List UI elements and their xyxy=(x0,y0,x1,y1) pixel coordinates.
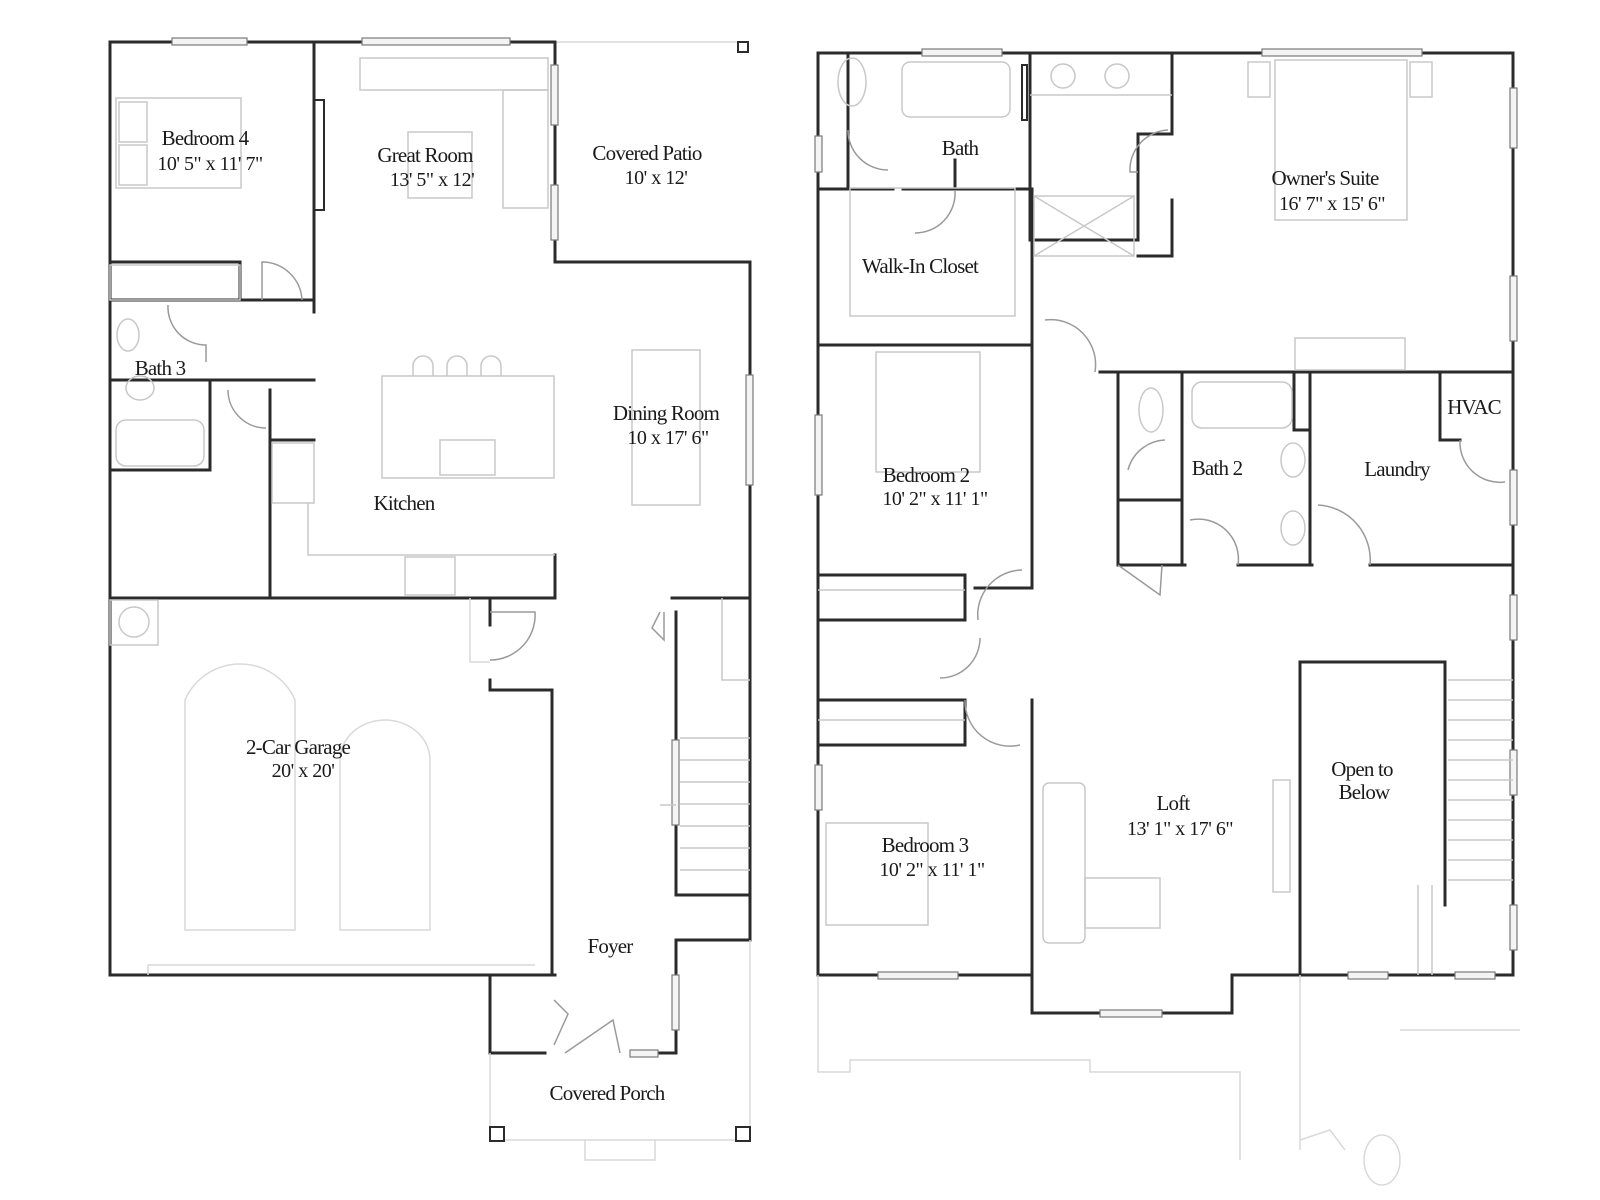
second-floor-furniture xyxy=(818,57,1513,975)
dresser-icon xyxy=(1294,337,1406,371)
room-label-kitchen: Kitchen xyxy=(374,491,436,515)
room-label-covered-porch: Covered Porch xyxy=(550,1081,666,1105)
bathtub-icon xyxy=(901,61,1011,118)
tv-icon xyxy=(1272,779,1291,893)
car-icon xyxy=(339,719,431,931)
second-floor-labels: Bath Walk-In Closet Owner's Suite 16' 7"… xyxy=(862,136,1502,881)
porch-outline xyxy=(489,41,751,1161)
room-label-bedroom4: Bedroom 4 xyxy=(162,126,250,150)
kitchen-island-icon xyxy=(381,375,555,479)
stove-icon xyxy=(404,556,456,596)
sink-icon xyxy=(1280,442,1306,478)
room-dims-covered-patio: 10' x 12' xyxy=(625,167,688,189)
room-dims-garage: 20' x 20' xyxy=(272,760,335,782)
room-dims-loft: 13' 1" x 17' 6" xyxy=(1127,818,1233,840)
room-label-owners-suite: Owner's Suite xyxy=(1271,166,1379,190)
bed-icon xyxy=(115,97,242,189)
room-dims-owners-suite: 16' 7" x 15' 6" xyxy=(1279,193,1385,215)
sink-icon xyxy=(1050,63,1076,89)
toilet-icon xyxy=(1138,387,1164,433)
post-icon xyxy=(737,41,749,53)
room-dims-dining-room: 10 x 17' 6" xyxy=(627,427,708,449)
room-label-great-room: Great Room xyxy=(377,143,473,167)
room-label-hvac: HVAC xyxy=(1447,395,1501,419)
first-floor-furniture xyxy=(109,57,750,975)
room-label-bedroom2: Bedroom 2 xyxy=(883,463,970,487)
room-label-bath3: Bath 3 xyxy=(135,356,186,380)
second-floor-windows xyxy=(814,48,1518,1018)
room-dims-bedroom2: 10' 2" x 11' 1" xyxy=(882,488,987,510)
sink-icon xyxy=(116,318,140,352)
room-label-bath2: Bath 2 xyxy=(1192,456,1243,480)
room-dims-great-room: 13' 5" x 12' xyxy=(390,169,474,191)
first-floor-walls xyxy=(108,40,752,1055)
room-label-open-to-below: Open to xyxy=(1331,757,1393,781)
room-label-garage: 2-Car Garage xyxy=(246,735,351,759)
second-floor-doors xyxy=(847,129,1506,747)
room-label-covered-patio: Covered Patio xyxy=(592,141,701,165)
sink-icon xyxy=(439,439,496,476)
bathtub-icon xyxy=(1191,381,1293,429)
first-floor-windows xyxy=(171,37,754,1058)
stairs xyxy=(1417,679,1513,975)
fridge-icon xyxy=(271,442,315,504)
sink-icon xyxy=(1104,63,1130,89)
room-dims-bedroom4: 10' 5" x 11' 7" xyxy=(157,153,262,175)
bathtub-icon xyxy=(115,419,205,467)
room-label-loft: Loft xyxy=(1157,791,1191,815)
dining-table-icon xyxy=(631,349,701,506)
room-label-walk-in-closet: Walk-In Closet xyxy=(862,254,979,278)
stairs xyxy=(660,598,750,871)
sofa-icon xyxy=(359,57,549,91)
room-label-open-to-below-line2: Below xyxy=(1339,780,1391,804)
second-floor-plan: Bath Walk-In Closet Owner's Suite 16' 7"… xyxy=(814,48,1520,1186)
bed-icon xyxy=(825,822,929,926)
post-icon xyxy=(735,1126,751,1142)
toilet-icon xyxy=(125,375,155,401)
toilet-icon xyxy=(837,57,867,107)
sink-icon xyxy=(1280,510,1306,546)
truck-icon xyxy=(184,663,296,931)
porch-roof-outline xyxy=(817,975,1520,1186)
first-floor-plan: Bedroom 4 10' 5" x 11' 7" Great Room 13'… xyxy=(108,37,754,1161)
room-label-foyer: Foyer xyxy=(588,934,634,958)
shower-icon xyxy=(1033,195,1135,257)
bed-icon xyxy=(1274,59,1408,221)
room-label-owner-bath: Bath xyxy=(942,136,980,160)
post-icon xyxy=(489,1126,505,1142)
room-label-dining-room: Dining Room xyxy=(613,401,720,425)
coffee-table-icon xyxy=(407,131,473,199)
room-label-bedroom3: Bedroom 3 xyxy=(882,833,969,857)
first-floor-doors xyxy=(167,261,665,1054)
water-heater-icon xyxy=(118,606,150,638)
sectional-icon xyxy=(1042,782,1086,944)
first-floor-labels: Bedroom 4 10' 5" x 11' 7" Great Room 13'… xyxy=(135,126,721,1105)
room-label-laundry: Laundry xyxy=(1364,457,1431,481)
room-dims-bedroom3: 10' 2" x 11' 1" xyxy=(879,859,984,881)
bed-icon xyxy=(875,351,981,473)
